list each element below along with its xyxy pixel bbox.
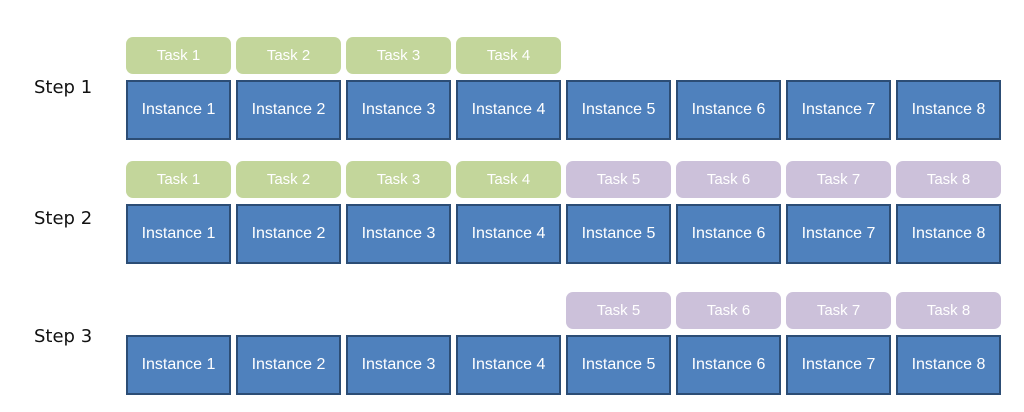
step-3-task-7: Task 7 (786, 292, 891, 329)
step-3-instance-3: Instance 3 (346, 335, 451, 395)
step-1-instance-1: Instance 1 (126, 80, 231, 140)
step-2-instance-5: Instance 5 (566, 204, 671, 264)
step-1-task-3: Task 3 (346, 37, 451, 74)
step-3-instance-6: Instance 6 (676, 335, 781, 395)
step-3-instance-5: Instance 5 (566, 335, 671, 395)
step-1-instance-8: Instance 8 (896, 80, 1001, 140)
step-1-task-4: Task 4 (456, 37, 561, 74)
step-3-instance-7: Instance 7 (786, 335, 891, 395)
step-1-instance-2: Instance 2 (236, 80, 341, 140)
step-1-instance-3: Instance 3 (346, 80, 451, 140)
step-2-task-4: Task 4 (456, 161, 561, 198)
step-1-instance-5: Instance 5 (566, 80, 671, 140)
step-1-label: Step 1 (34, 77, 93, 98)
step-2-task-7: Task 7 (786, 161, 891, 198)
step-2-task-6: Task 6 (676, 161, 781, 198)
step-2-instance-6: Instance 6 (676, 204, 781, 264)
step-2-instance-4: Instance 4 (456, 204, 561, 264)
step-3-task-5: Task 5 (566, 292, 671, 329)
step-3-instance-1: Instance 1 (126, 335, 231, 395)
step-2-instance-2: Instance 2 (236, 204, 341, 264)
step-2-label: Step 2 (34, 208, 93, 229)
step-1-instance-4: Instance 4 (456, 80, 561, 140)
step-2-task-2: Task 2 (236, 161, 341, 198)
step-2-instance-8: Instance 8 (896, 204, 1001, 264)
step-3-task-8: Task 8 (896, 292, 1001, 329)
step-1-task-1: Task 1 (126, 37, 231, 74)
step-2-task-1: Task 1 (126, 161, 231, 198)
step-2-instance-3: Instance 3 (346, 204, 451, 264)
step-2-instance-1: Instance 1 (126, 204, 231, 264)
step-3-instance-8: Instance 8 (896, 335, 1001, 395)
step-3-task-6: Task 6 (676, 292, 781, 329)
step-2-task-8: Task 8 (896, 161, 1001, 198)
step-2-task-3: Task 3 (346, 161, 451, 198)
step-3-instance-4: Instance 4 (456, 335, 561, 395)
step-1-instance-7: Instance 7 (786, 80, 891, 140)
step-3-instance-2: Instance 2 (236, 335, 341, 395)
step-2-task-5: Task 5 (566, 161, 671, 198)
step-1-task-2: Task 2 (236, 37, 341, 74)
step-3-label: Step 3 (34, 326, 93, 347)
step-2-instance-7: Instance 7 (786, 204, 891, 264)
step-1-instance-6: Instance 6 (676, 80, 781, 140)
